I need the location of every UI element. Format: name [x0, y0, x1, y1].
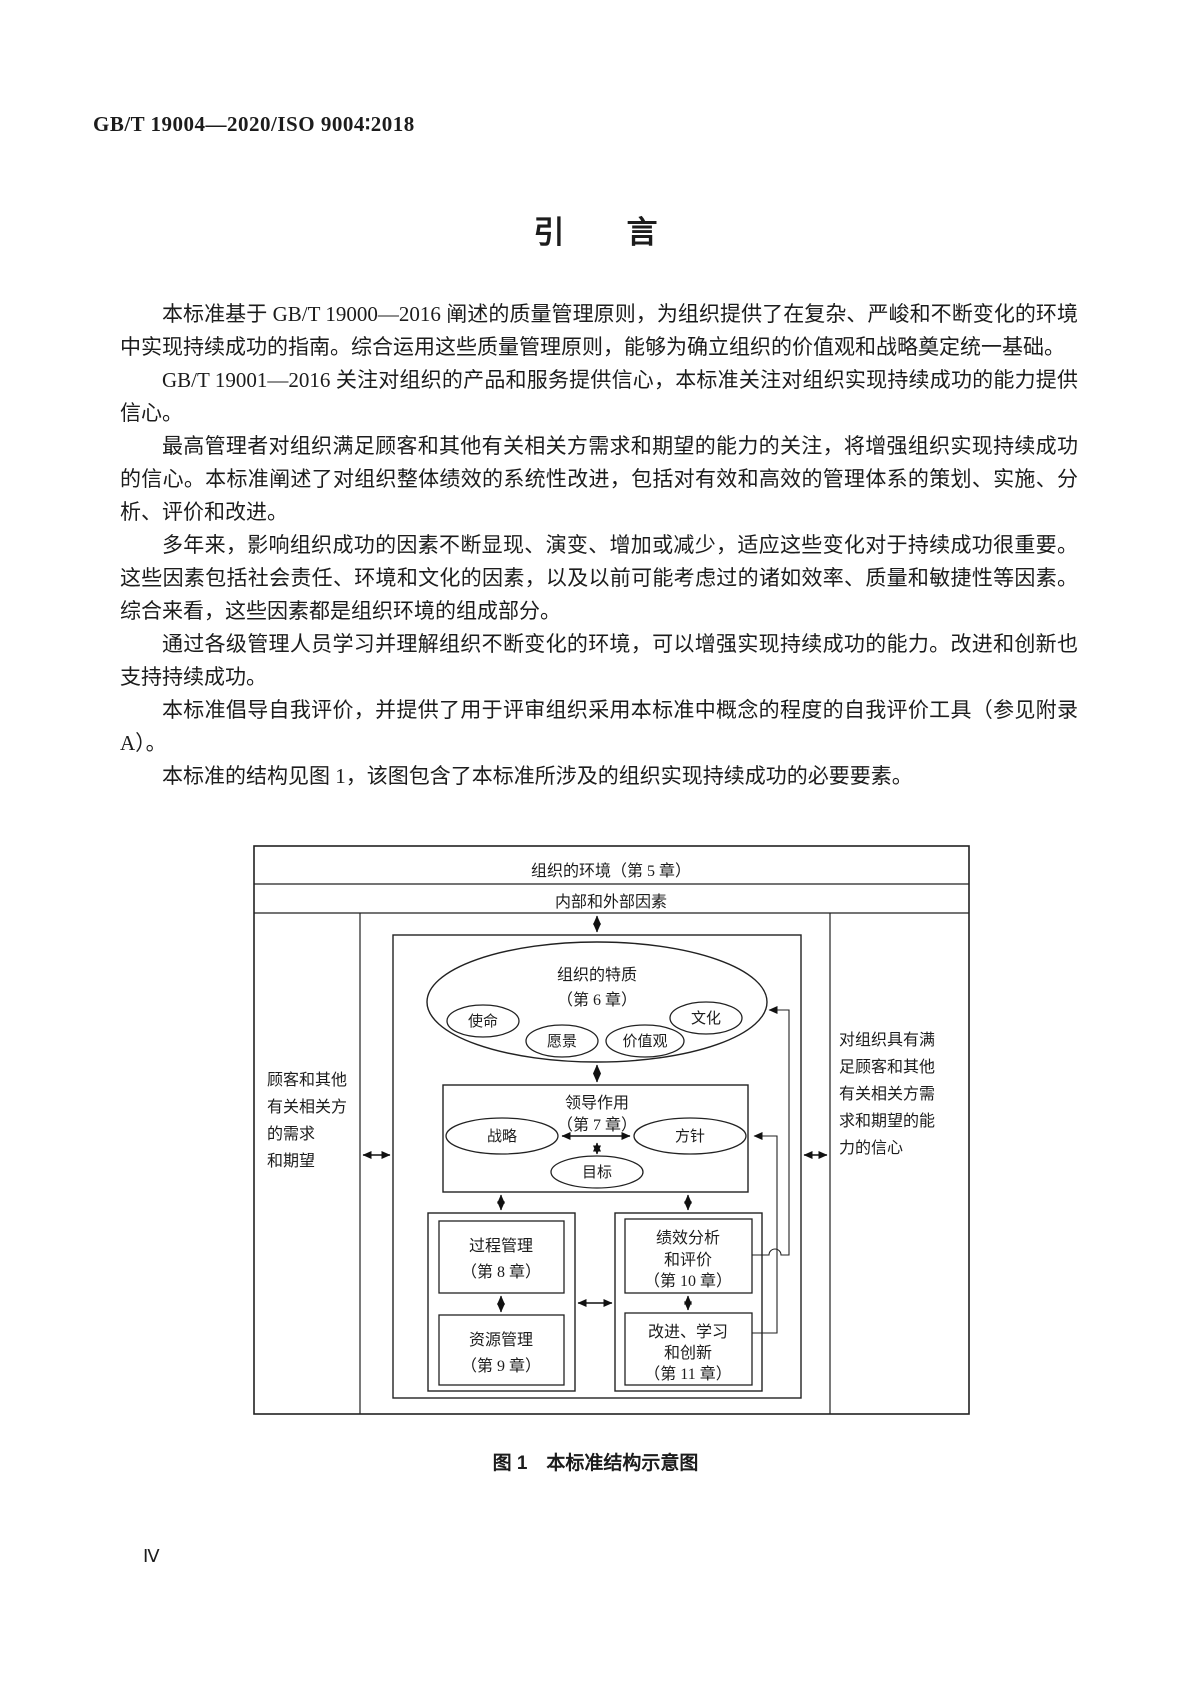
- figure-1-diagram: 组织的环境（第 5 章） 内部和外部因素 顾客和其他 有关相关方 的需求 和期望…: [253, 845, 970, 1415]
- needs-label-line2: 有关相关方: [267, 1098, 347, 1116]
- policy-label: 方针: [675, 1128, 705, 1145]
- strategy-label: 战略: [487, 1128, 517, 1145]
- environment-label: 组织的环境（第 5 章）: [531, 861, 691, 880]
- mission-label: 使命: [468, 1012, 498, 1030]
- process-label-line1: 过程管理: [469, 1237, 533, 1255]
- improvement-label-line3: （第 11 章）: [644, 1365, 731, 1383]
- process-label-line2: （第 8 章）: [461, 1263, 541, 1281]
- process-resource-group-box: [427, 1212, 576, 1392]
- feedback-line-performance-to-identity: [752, 1006, 790, 1256]
- paragraph: 本标准倡导自我评价，并提供了用于评审组织采用本标准中概念的程度的自我评价工具（参…: [120, 698, 1078, 755]
- objective-label: 目标: [582, 1164, 612, 1181]
- page-number: Ⅳ: [143, 1546, 160, 1566]
- policy-ellipse: [633, 1117, 747, 1155]
- improvement-label-line2: 和创新: [664, 1344, 712, 1362]
- resource-box: [438, 1314, 565, 1386]
- culture-ellipse: [669, 1001, 743, 1035]
- leadership-label-line2: （第 7 章）: [557, 1116, 637, 1134]
- needs-label-line1: 顾客和其他: [267, 1071, 347, 1089]
- paragraph: 本标准的结构见图 1，该图包含了本标准所涉及的组织实现持续成功的必要要素。: [162, 764, 913, 788]
- improvement-box: [624, 1312, 753, 1386]
- vision-ellipse: [525, 1024, 599, 1058]
- values-ellipse: [605, 1024, 685, 1058]
- culture-label: 文化: [691, 1010, 721, 1027]
- performance-label-line3: （第 10 章）: [644, 1272, 732, 1290]
- objective-ellipse: [550, 1155, 644, 1189]
- confidence-label-line1: 对组织具有满: [839, 1031, 935, 1049]
- mission-ellipse: [446, 1004, 520, 1038]
- paragraph: 本标准基于 GB/T 19000—2016 阐述的质量管理原则，为组织提供了在复…: [120, 302, 1078, 359]
- performance-label-line1: 绩效分析: [656, 1229, 720, 1247]
- leadership-box: [442, 1084, 749, 1193]
- performance-improvement-group-box: [614, 1212, 763, 1392]
- paragraph: 最高管理者对组织满足顾客和其他有关相关方需求和期望的能力的关注，将增强组织实现持…: [120, 434, 1078, 524]
- strategy-ellipse: [445, 1117, 559, 1155]
- resource-label-line2: （第 9 章）: [461, 1357, 541, 1375]
- leadership-label-line1: 领导作用: [565, 1094, 629, 1112]
- process-box: [438, 1220, 565, 1294]
- resource-label-line1: 资源管理: [469, 1331, 533, 1349]
- confidence-label-line2: 足顾客和其他: [839, 1058, 935, 1076]
- performance-label-line2: 和评价: [664, 1251, 712, 1269]
- structure-diagram: 组织的环境（第 5 章） 内部和外部因素 顾客和其他 有关相关方 的需求 和期望…: [253, 845, 970, 1415]
- factors-label: 内部和外部因素: [555, 893, 667, 911]
- identity-ellipse: [426, 941, 768, 1063]
- paragraph: GB/T 19001—2016 关注对组织的产品和服务提供信心，本标准关注对组织…: [120, 368, 1078, 425]
- identity-label-line2: （第 6 章）: [557, 991, 637, 1009]
- values-label: 价值观: [622, 1033, 667, 1050]
- figure-caption: 图 1 本标准结构示意图: [492, 1453, 699, 1474]
- improvement-label-line1: 改进、学习: [648, 1323, 728, 1341]
- page-title: 引 言: [533, 215, 658, 250]
- confidence-label-line4: 求和期望的能: [839, 1112, 935, 1130]
- identity-label-line1: 组织的特质: [557, 966, 637, 984]
- paragraph: 通过各级管理人员学习并理解组织不断变化的环境，可以增强实现持续成功的能力。改进和…: [120, 632, 1078, 689]
- paragraph: 多年来，影响组织成功的因素不断显现、演变、增加或减少，适应这些变化对于持续成功很…: [120, 533, 1078, 623]
- introduction-text: 本标准基于 GB/T 19000—2016 阐述的质量管理原则，为组织提供了在复…: [120, 298, 1078, 793]
- inner-system-box: [392, 934, 802, 1399]
- needs-label-line4: 和期望: [267, 1152, 315, 1170]
- confidence-label-line3: 有关相关方需: [839, 1085, 935, 1103]
- feedback-line-improvement-to-leadership: [752, 1132, 778, 1334]
- environment-box: [253, 845, 970, 1415]
- needs-label-line3: 的需求: [267, 1125, 315, 1143]
- document-code: GB/T 19004—2020/ISO 9004∶2018: [93, 112, 415, 136]
- performance-box: [624, 1218, 753, 1294]
- vision-label: 愿景: [547, 1033, 577, 1050]
- confidence-label-line5: 力的信心: [839, 1139, 903, 1157]
